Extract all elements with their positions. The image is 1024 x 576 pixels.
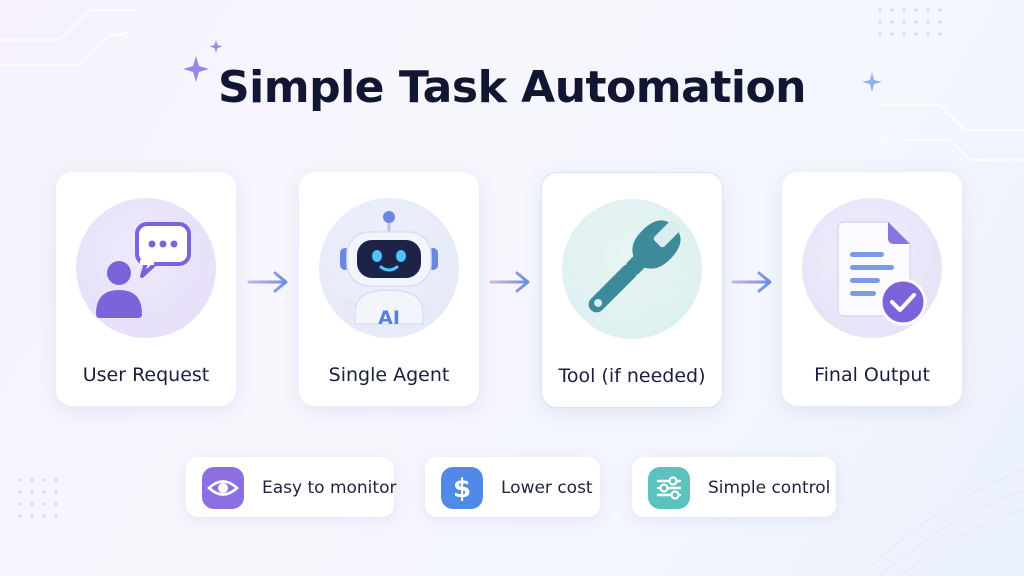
wrench-icon [588,220,681,313]
feature-label: Easy to monitor [262,478,397,498]
feature-easy-to-monitor: Easy to monitor [186,457,397,517]
step-card-single-agent: AI Single Agent [299,172,479,406]
user-chat-icon [96,222,191,318]
robot-icon: AI [340,211,438,329]
step-card-final-output: Final Output [782,172,962,406]
feature-label: Simple control [708,478,831,498]
step-label: User Request [82,364,210,386]
feature-label: Lower cost [501,478,593,498]
page-title: Simple Task Automation [217,62,807,113]
arrow-right-icon [489,271,530,293]
step-label: Single Agent [328,364,450,386]
step-label: Tool (if needed) [558,365,706,387]
document-check-icon [837,221,927,326]
dollar-icon: $ [441,467,483,509]
robot-badge: AI [378,307,400,329]
feature-simple-control: Simple control [632,457,836,517]
svg-text:$: $ [453,474,471,504]
arrow-right-icon [247,271,288,293]
step-card-tool: Tool (if needed) [541,172,723,408]
step-label: Final Output [814,364,930,386]
sliders-icon [648,467,690,509]
eye-icon [202,467,244,509]
arrow-right-icon [731,271,772,293]
step-card-user-request: User Request [56,172,236,406]
feature-lower-cost: $ Lower cost [425,457,600,517]
